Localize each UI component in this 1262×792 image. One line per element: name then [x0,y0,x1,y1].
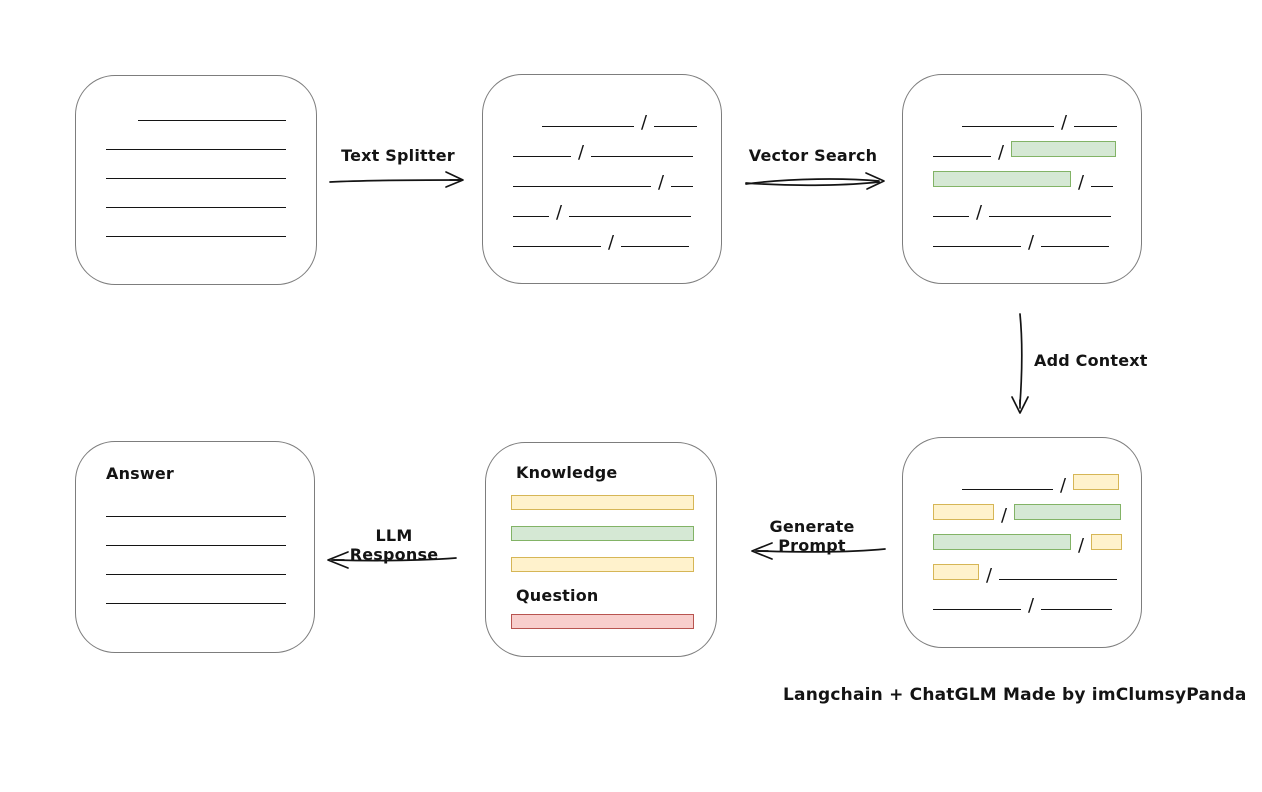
chunk-row: / [962,97,1141,133]
text-line [542,126,634,127]
text-line [933,216,969,217]
slash-separator: / [1028,232,1035,253]
text-line [654,126,698,127]
text-line [106,603,286,604]
text-line [1091,186,1114,187]
document-lines [76,76,316,237]
node-matched-chunks: / / / / / [902,74,1142,284]
green-chunk [933,171,1071,187]
split-chunk-rows: / / / / / [483,75,721,253]
slash-separator: / [1078,535,1085,556]
green-chunk [1014,504,1122,520]
text-line [513,156,571,157]
green-bar [511,526,694,541]
yellow-chunk [1091,534,1123,550]
question-label: Question [516,586,599,605]
add-context-arrow [1011,313,1029,414]
slash-separator: / [1028,595,1035,616]
chunk-row: / [542,97,721,133]
text-line [138,120,286,121]
slash-separator: / [608,232,615,253]
text-line [671,186,694,187]
vector-search-label: Vector Search [748,146,878,165]
text-line [106,149,286,150]
slash-separator: / [1060,475,1067,496]
red-bar [511,614,694,629]
text-line [962,126,1054,127]
text-line [1041,609,1113,610]
chunk-row: / [933,127,1141,163]
chunk-row: / [933,550,1141,586]
slash-separator: / [998,142,1005,163]
chunk-row: / [513,217,721,253]
chunk-row: / [962,460,1141,496]
yellow-chunk [933,564,979,580]
add-context-label: Add Context [1034,351,1148,370]
text-line [933,246,1021,247]
text-line [513,186,651,187]
chunk-row: / [933,187,1141,223]
green-chunk [1011,141,1117,157]
text-line [106,207,286,208]
knowledge-label: Knowledge [516,463,618,482]
slash-separator: / [578,142,585,163]
yellow-bar [511,557,694,572]
text-line [933,609,1021,610]
node-split-chunks: / / / / / [482,74,722,284]
green-chunk [933,534,1071,550]
chunk-row: / [513,127,721,163]
matched-chunk-rows: / / / / / [903,75,1141,253]
text-line [106,178,286,179]
text-line [1074,126,1118,127]
text-splitter-label: Text Splitter [341,146,455,165]
chunk-row: / [513,187,721,223]
diagram-caption: Langchain + ChatGLM Made by imClumsyPand… [783,685,1247,705]
text-line [621,246,690,247]
text-line [989,216,1112,217]
chunk-row: / [933,520,1141,556]
slash-separator: / [1078,172,1085,193]
generate-prompt-label: Generate Prompt [769,517,855,555]
text-line [106,516,286,517]
yellow-chunk [1073,474,1120,490]
yellow-chunk [933,504,994,520]
text-line [569,216,692,217]
node-context-chunks: / / / / / [902,437,1142,648]
yellow-bar [511,495,694,510]
answer-lines [106,516,314,604]
text-splitter-arrow [329,171,464,188]
text-line [962,489,1053,490]
chunk-row: / [933,490,1141,526]
slash-separator: / [1061,112,1068,133]
node-source-document [75,75,317,285]
text-line [1041,246,1110,247]
slash-separator: / [1001,505,1008,526]
text-line [513,246,601,247]
chunk-row: / [933,580,1141,616]
text-line [591,156,694,157]
chunk-row: / [513,157,721,193]
text-line [106,236,286,237]
slash-separator: / [976,202,983,223]
slash-separator: / [641,112,648,133]
question-bars [511,614,716,629]
vector-search-arrow [745,172,885,190]
chunk-row: / [933,157,1141,193]
text-line [933,156,991,157]
chunk-row: / [933,217,1141,253]
knowledge-bars [511,495,716,572]
text-line [106,545,286,546]
text-line [999,579,1118,580]
slash-separator: / [658,172,665,193]
text-line [513,216,549,217]
context-chunk-rows: / / / / / [903,438,1141,616]
slash-separator: / [986,565,993,586]
answer-label: Answer [106,464,175,483]
node-prompt: Knowledge Question [485,442,717,657]
text-line [106,574,286,575]
node-answer: Answer [75,441,315,653]
slash-separator: / [556,202,563,223]
llm-response-label: LLM Response [349,526,439,564]
